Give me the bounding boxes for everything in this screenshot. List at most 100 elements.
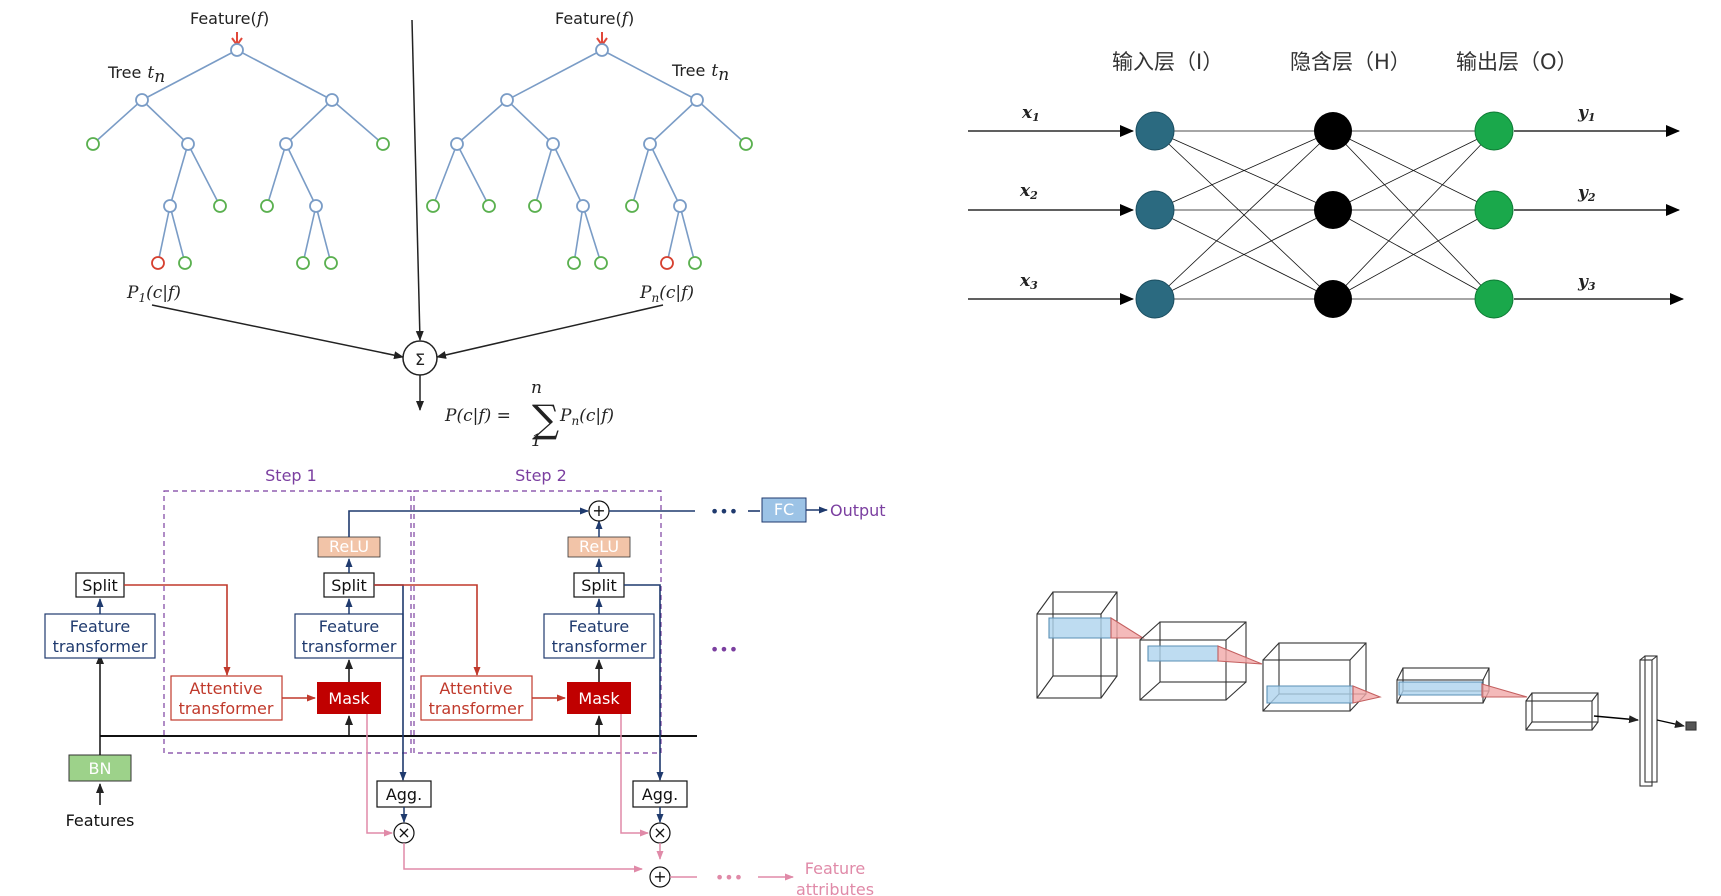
- relu-1-label: ReLU: [329, 537, 369, 556]
- agg-2: [632, 780, 688, 808]
- agg-2-label: Agg.: [642, 785, 678, 804]
- initial-feature-transformer: [44, 613, 156, 659]
- attentive-1-line2: transformer: [179, 699, 274, 718]
- step-1-box: [163, 490, 412, 754]
- nn-output-label-3: y3: [1577, 272, 1596, 293]
- feature-transformer-2: [543, 613, 655, 659]
- split-1-label: Split: [331, 576, 366, 595]
- tree-left-nodes: [86, 43, 390, 270]
- arrow-left-to-sum: [151, 304, 404, 360]
- attentive-1-line1: Attentive: [189, 679, 262, 698]
- attentive-2-line2: transformer: [429, 699, 524, 718]
- mask-2: [567, 682, 631, 714]
- tree-right-edges: [432, 49, 747, 264]
- ellipsis-bottom: •••: [715, 868, 743, 887]
- sum-symbol: Σ: [415, 350, 425, 369]
- relu-1-to-plus: [348, 507, 589, 537]
- nn-input-label-2: x2: [1019, 181, 1038, 202]
- svg-text:P(c|f) =: P(c|f) =: [444, 406, 511, 426]
- initial-split-label: Split: [82, 576, 117, 595]
- relu-2-label: ReLU: [579, 537, 619, 556]
- nn-hidden-nodes: [1314, 112, 1352, 318]
- cnn-volume-5: [1525, 692, 1599, 731]
- nn-input-label-3: x3: [1019, 271, 1038, 292]
- initial-ft-line1: Feature: [70, 617, 130, 636]
- cnn-diagram: [1036, 591, 1697, 787]
- ft-2-line2: transformer: [552, 637, 647, 656]
- mask-1-to-mult: [366, 714, 393, 837]
- plus-node-top-symbol: +: [592, 501, 605, 520]
- tree-right-nodes: [426, 43, 753, 270]
- cnn-volume-2: [1139, 621, 1263, 701]
- fc-label: FC: [774, 500, 794, 519]
- tree-left-edges: [92, 49, 384, 264]
- arrow-right-to-sum: [436, 304, 664, 359]
- layer-label-hidden: 隐含层（H）: [1290, 50, 1411, 74]
- step-2-box: [413, 490, 662, 754]
- cnn-volume-1: [1036, 591, 1145, 699]
- ft-1-line2: transformer: [302, 637, 397, 656]
- neural-network-diagram: 输入层（I） 隐含层（H） 输出层（O）: [968, 50, 1684, 319]
- agg-1: [376, 780, 432, 808]
- svg-text:n: n: [531, 378, 542, 398]
- svg-text:∑: ∑: [532, 397, 559, 441]
- output-label: Output: [830, 501, 886, 520]
- split-2-to-agg: [624, 584, 664, 781]
- bn-block: [68, 754, 132, 782]
- split-1: [323, 572, 375, 598]
- mask-1: [317, 682, 381, 714]
- layer-label-output: 输出层（O）: [1456, 50, 1578, 74]
- features-label: Features: [66, 811, 135, 830]
- attentive-transformer-2: [420, 675, 533, 721]
- step-1-label: Step 1: [265, 466, 317, 485]
- bn-label: BN: [89, 759, 112, 778]
- feature-attributes-line2: attributes: [796, 880, 874, 896]
- feature-arrow-right: [596, 32, 608, 47]
- arrow-top-to-sum: [411, 19, 424, 341]
- prob-label-left: P1(c|f): [126, 283, 181, 305]
- feature-attributes-line1: Feature: [805, 859, 865, 878]
- ellipsis-top: •••: [710, 502, 738, 521]
- mask-1-label: Mask: [328, 689, 370, 708]
- nn-output-label-1: y1: [1577, 103, 1596, 124]
- mult-1-to-sum: [403, 843, 643, 873]
- nn-output-nodes: [1474, 111, 1514, 319]
- initial-split: [75, 572, 125, 598]
- mask-2-label: Mask: [578, 689, 620, 708]
- tabnet-diagram: Step 1 Step 2 BN Features Feature transf…: [44, 466, 886, 896]
- cnn-volume-4: [1396, 667, 1528, 704]
- mask-2-to-mult: [620, 714, 649, 837]
- nn-input-label-1: x1: [1021, 103, 1040, 124]
- cnn-fc-layer: [1593, 655, 1697, 787]
- ellipsis-middle: •••: [710, 640, 738, 659]
- feature-arrow-left: [231, 32, 243, 47]
- ft-1-line1: Feature: [319, 617, 379, 636]
- split-1-to-attentive-2: [374, 584, 481, 676]
- nn-connections: [1154, 130, 1495, 300]
- ensemble-formula: P(c|f) = ∑ n 1 Pn(c|f): [444, 378, 614, 451]
- prob-label-right: Pn(c|f): [639, 283, 694, 305]
- initial-ft-line2: transformer: [53, 637, 148, 656]
- feature-label-right: Feature(f): [555, 9, 634, 29]
- svg-text:1: 1: [531, 431, 542, 451]
- svg-text:Pn(c|f): Pn(c|f): [559, 406, 614, 428]
- nn-input-nodes: [1135, 111, 1175, 319]
- nn-output-label-2: y2: [1577, 183, 1596, 204]
- layer-label-input: 输入层（I）: [1112, 50, 1223, 74]
- step-2-label: Step 2: [515, 466, 567, 485]
- split-to-attentive-1: [124, 584, 231, 676]
- mult-1-symbol: ×: [397, 823, 410, 842]
- fc-block: [761, 497, 807, 523]
- feature-transformer-1: [294, 613, 404, 659]
- attentive-transformer-1: [170, 675, 283, 721]
- split-2-label: Split: [581, 576, 616, 595]
- ft-2-line1: Feature: [569, 617, 629, 636]
- plus-node-bottom-symbol: +: [653, 867, 666, 886]
- attentive-2-line1: Attentive: [439, 679, 512, 698]
- mult-2-symbol: ×: [653, 823, 666, 842]
- nn-input-arrows: [968, 125, 1134, 305]
